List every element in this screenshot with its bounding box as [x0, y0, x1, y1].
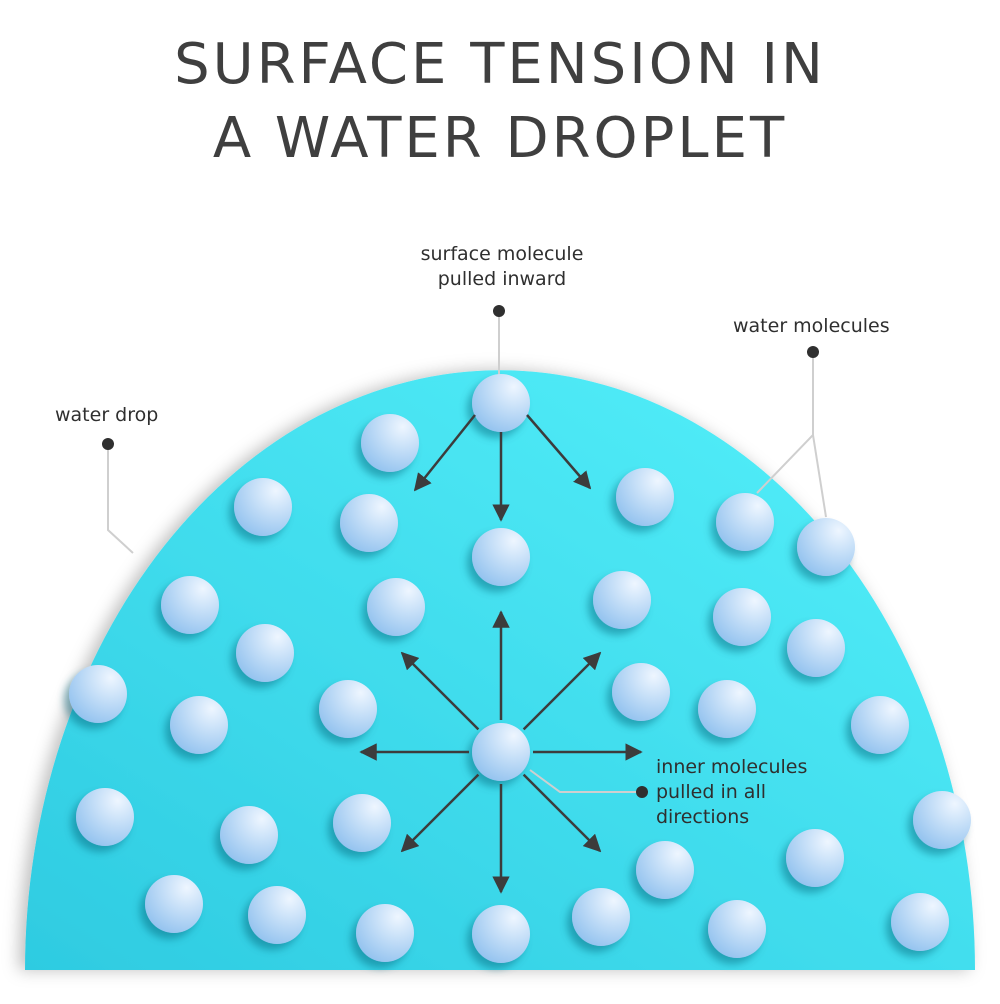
water-molecule — [787, 619, 845, 677]
water-molecule — [797, 518, 855, 576]
water-molecule — [367, 578, 425, 636]
water-drop-leader — [107, 444, 134, 554]
radial-arrow — [400, 773, 480, 853]
water-molecule — [572, 888, 630, 946]
surface-molecule-label: surface molecule pulled inward — [412, 242, 592, 292]
radial-arrow — [522, 773, 602, 853]
water-molecule — [161, 576, 219, 634]
water-molecule — [713, 588, 771, 646]
title-line-1: SURFACE TENSION IN — [174, 32, 826, 97]
water-molecule — [636, 841, 694, 899]
water-molecule — [786, 829, 844, 887]
inner-molecules-label: inner molecules pulled in all directions — [656, 755, 807, 830]
water-molecules-leader-b — [812, 434, 827, 518]
water-molecule — [708, 900, 766, 958]
water-molecule — [472, 905, 530, 963]
water-molecule — [616, 468, 674, 526]
water-molecule — [593, 571, 651, 629]
label-dots — [102, 305, 819, 798]
water-molecule — [851, 696, 909, 754]
title-line-2: A WATER DROPLET — [212, 106, 788, 171]
water-molecule — [145, 875, 203, 933]
water-molecules-leader-a — [756, 352, 814, 494]
water-molecule — [333, 794, 391, 852]
water-molecule — [472, 723, 530, 781]
water-molecules-label: water molecules — [733, 315, 890, 337]
water-molecule — [236, 624, 294, 682]
water-molecule — [472, 374, 530, 432]
surface-molecule-label-line-1: surface molecule — [420, 243, 584, 265]
inward-arrow — [413, 414, 476, 492]
molecules-group — [69, 374, 971, 963]
water-molecule — [170, 696, 228, 754]
water-molecule — [319, 680, 377, 738]
inner-molecules-leader — [529, 769, 642, 793]
water-molecule — [698, 680, 756, 738]
water-molecule — [248, 886, 306, 944]
label-dot — [807, 346, 819, 358]
leader-lines — [107, 311, 827, 793]
radial-arrow — [400, 651, 480, 731]
inner-molecules-label-line-3: directions — [656, 806, 750, 828]
water-molecule — [69, 665, 127, 723]
water-molecule — [913, 791, 971, 849]
water-molecule — [472, 528, 530, 586]
water-molecule — [361, 414, 419, 472]
surface-molecule-label-line-2: pulled inward — [437, 268, 567, 290]
inward-arrow — [526, 414, 592, 490]
label-dot — [102, 438, 114, 450]
water-molecule — [234, 478, 292, 536]
water-drop-label: water drop — [55, 404, 159, 426]
radial-arrow — [522, 651, 602, 731]
water-molecule — [612, 663, 670, 721]
label-dot — [636, 786, 648, 798]
water-molecule — [716, 493, 774, 551]
inner-molecules-label-line-2: pulled in all — [656, 781, 767, 803]
water-molecule — [220, 806, 278, 864]
water-molecule — [891, 893, 949, 951]
water-molecule — [356, 904, 414, 962]
label-dot — [493, 305, 505, 317]
arrows-group — [359, 414, 643, 894]
water-molecule — [340, 494, 398, 552]
water-molecule — [76, 788, 134, 846]
inner-molecules-label-line-1: inner molecules — [656, 756, 808, 778]
